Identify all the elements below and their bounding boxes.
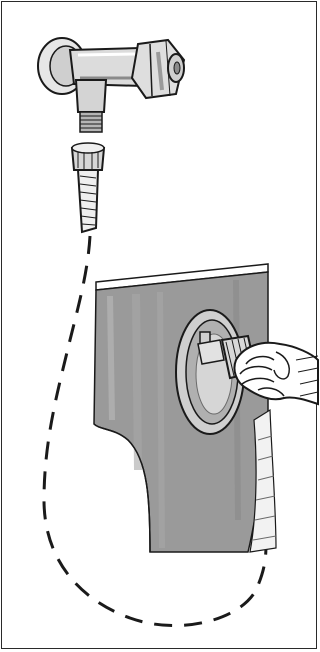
- washing-machine-back-panel-icon: [94, 264, 276, 552]
- inlet-hose-icon: [72, 143, 104, 232]
- wall-tap-icon: [38, 38, 184, 132]
